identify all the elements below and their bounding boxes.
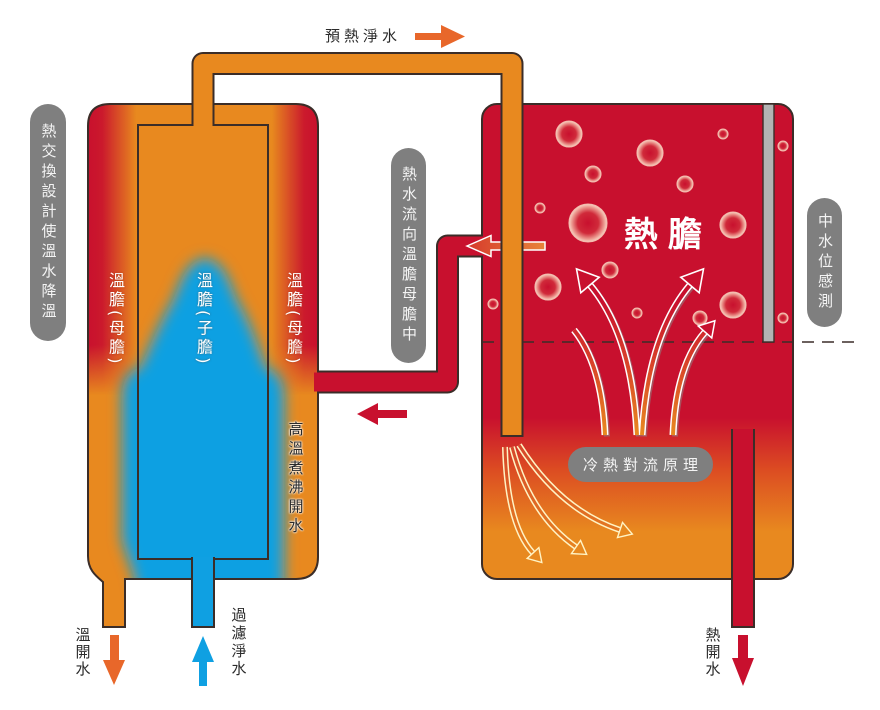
sinking-arrow-icon: [510, 446, 588, 556]
bubble: [584, 165, 602, 183]
hot-water-outlet-label: 熱開水: [703, 627, 722, 678]
sinking-arrow-icon: [517, 444, 634, 539]
warm-tank-outline: [87, 103, 319, 628]
cold-water-zone: [122, 258, 284, 612]
bubble: [676, 175, 694, 193]
bubble: [777, 312, 789, 324]
hot-water-outlet-pipe: [731, 429, 755, 628]
bubble: [487, 298, 499, 310]
rising-arrow-icon: [575, 267, 639, 436]
bubble: [719, 291, 747, 319]
warm-water-down-arrow-icon: [103, 635, 125, 685]
warm-tank-water: [88, 104, 318, 627]
hot-water-flow-note-text: 熱水流向溫膽母膽中: [400, 165, 418, 346]
filtered-water-up-arrow-icon: [192, 636, 214, 686]
heat-exchange-note: 熱交換設計使溫水降溫: [30, 104, 66, 341]
hot-flow-left-arrow-icon: [357, 403, 407, 425]
hot-water-down-arrow-icon: [732, 635, 754, 686]
inner-warm-tank-label: 溫膽(子膽): [194, 272, 213, 367]
filtered-water-inlet-pipe: [191, 557, 215, 628]
bubble: [636, 139, 664, 167]
bubble: [631, 307, 643, 319]
warm-water-outlet-label: 溫開水: [73, 627, 92, 678]
preheated-water-label: 預熱淨水: [325, 27, 402, 45]
filtered-water-inlet-label: 過濾淨水: [229, 607, 248, 679]
bubble: [777, 140, 789, 152]
rising-arrow-icon: [671, 319, 716, 436]
rising-arrow-icon: [572, 328, 607, 436]
sinking-convection-arrows: [502, 443, 634, 564]
rising-convection-arrows: [571, 267, 716, 437]
bubble: [568, 203, 608, 243]
sinking-arrow-icon: [503, 446, 543, 564]
hot-edge-left: [88, 104, 138, 420]
bubble: [717, 128, 729, 140]
preheated-flow-right-arrow-icon: [415, 25, 465, 48]
hot-water-flow-note: 熱水流向溫膽母膽中: [391, 148, 426, 363]
pipe-water: [193, 54, 522, 435]
boiled-water-label: 高溫煮沸開水: [286, 421, 305, 537]
bubble: [719, 211, 747, 239]
bubble: [534, 273, 562, 301]
convection-principle-note-text: 冷熱對流原理: [582, 456, 703, 474]
convection-principle-note: 冷熱對流原理: [568, 447, 713, 482]
bubble: [692, 310, 708, 326]
heat-exchange-note-text: 熱交換設計使溫水降溫: [39, 122, 58, 323]
hot-edge-zone: [88, 104, 318, 420]
outer-warm-tank-label-left: 溫膽(母膽): [106, 272, 125, 367]
rising-arrow-icon: [640, 267, 705, 436]
hot-tank-label: 熱膽: [624, 215, 712, 255]
hot-edge-right: [268, 104, 318, 420]
mid-level-sensing-note: 中水位感測: [807, 198, 842, 327]
bubble: [555, 120, 583, 148]
bubbles: [487, 120, 789, 326]
preheated-water-pipe: [191, 52, 524, 437]
bubble: [534, 202, 546, 214]
outer-warm-tank-label-right: 溫膽(母膽): [284, 272, 303, 367]
bubble: [601, 261, 619, 279]
water-level-sensor-probe: [762, 103, 775, 343]
mid-level-sensing-note-text: 中水位感測: [816, 212, 834, 313]
